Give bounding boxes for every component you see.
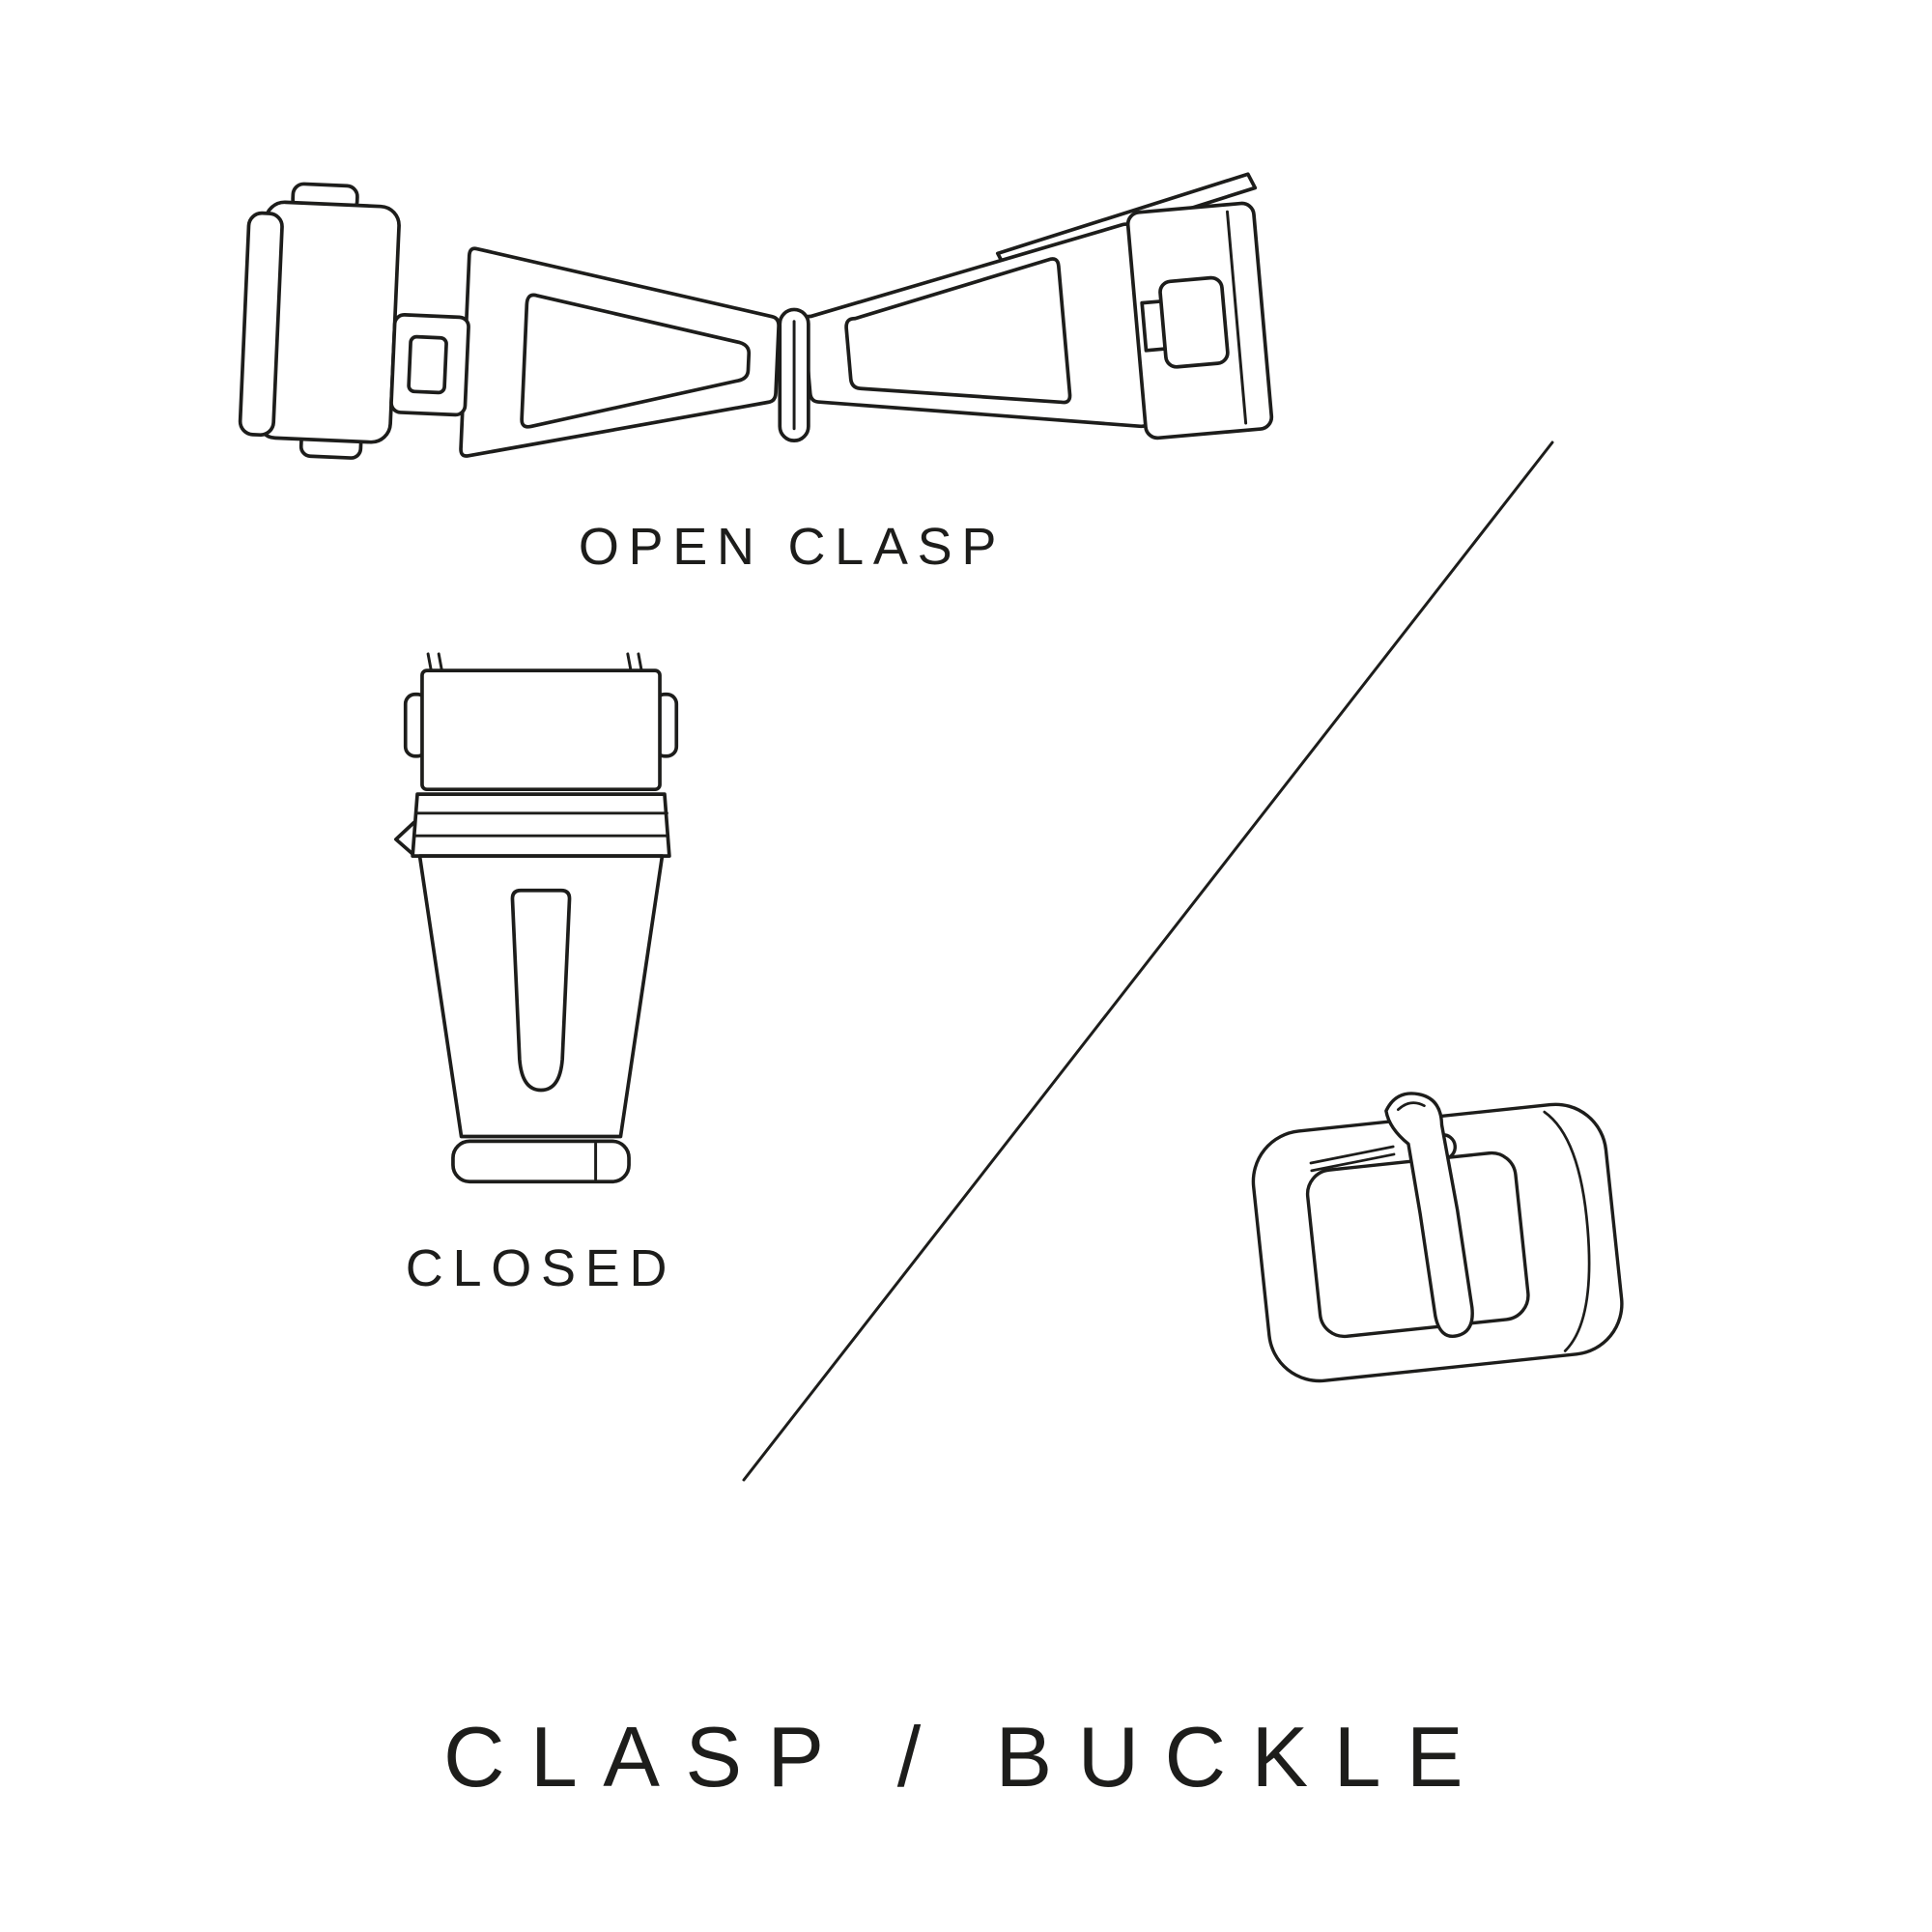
open-clasp-label: OPEN CLASP <box>578 518 1007 576</box>
page-title: CLASP / BUCKLE <box>442 1709 1490 1804</box>
tang-buckle-illustration <box>1251 1092 1624 1383</box>
open-clasp-figure <box>222 159 1304 522</box>
tang-buckle-figure <box>1236 1080 1633 1410</box>
closed-clasp-label: CLOSED <box>405 1239 677 1297</box>
closed-clasp-figure <box>386 649 696 1196</box>
open-clasp-illustration <box>238 172 1274 460</box>
closed-clasp-illustration <box>394 652 679 1184</box>
